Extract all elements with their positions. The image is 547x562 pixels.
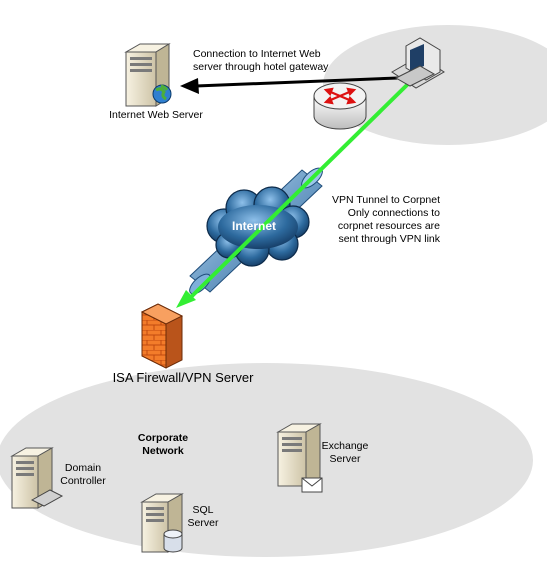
database-icon	[163, 529, 183, 553]
corporate-network-label: Corporate Network	[137, 432, 189, 457]
internet-web-server-label: Internet Web Server	[109, 109, 203, 121]
web-connection-arrow	[180, 76, 399, 94]
cloud-icon	[206, 186, 310, 267]
firewall-icon	[140, 303, 184, 369]
internet-cloud-label: Internet	[232, 219, 277, 233]
connection-note: Connection to Internet Web server throug…	[193, 48, 329, 73]
remote-site-zone	[323, 25, 547, 145]
exchange-server-label: Exchange Server	[321, 440, 369, 465]
keyboard-icon	[30, 489, 64, 507]
isa-firewall-label: ISA Firewall/VPN Server	[112, 370, 254, 385]
domain-controller-label: Domain Controller	[60, 462, 106, 487]
vpn-link-arrow	[176, 82, 410, 308]
vpn-tunnel-note: VPN Tunnel to Corpnet Only connections t…	[332, 194, 440, 245]
sql-server-label: SQL Server	[187, 504, 219, 529]
router-icon	[313, 82, 367, 130]
mail-icon	[301, 477, 323, 493]
exchange-server-icon	[276, 423, 322, 487]
workstation-icon	[391, 37, 445, 89]
globe-icon	[152, 84, 172, 104]
corporate-network-zone	[0, 363, 533, 557]
